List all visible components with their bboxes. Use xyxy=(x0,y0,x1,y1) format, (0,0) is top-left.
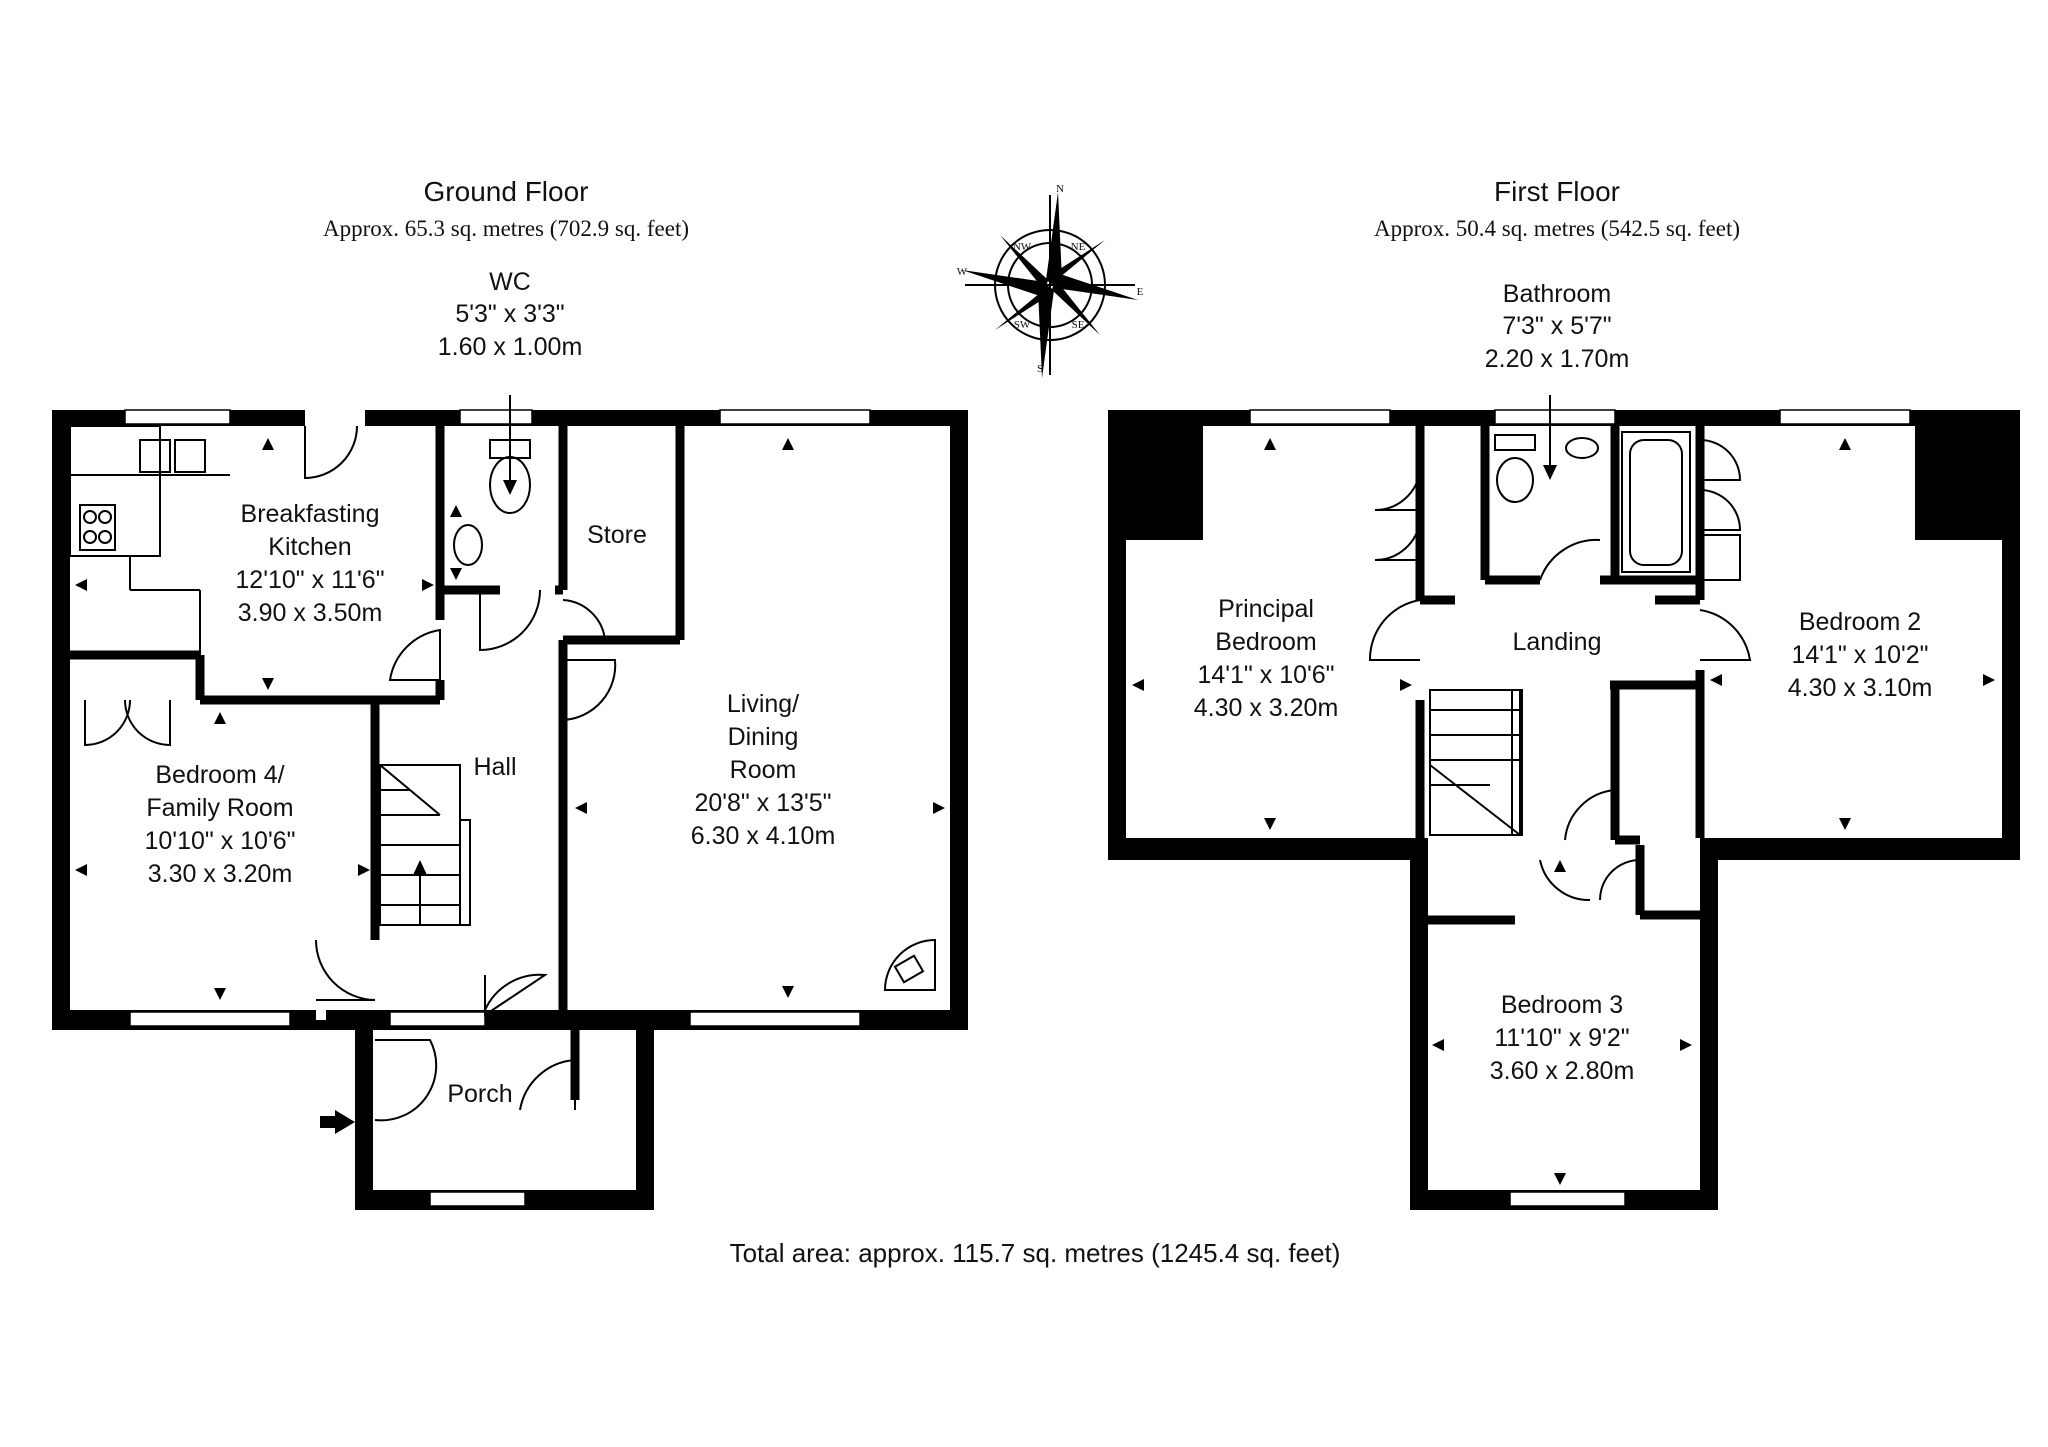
compass-se: SE xyxy=(1072,319,1085,331)
ground-floor-area: Approx. 65.3 sq. metres (702.9 sq. feet) xyxy=(323,216,689,241)
bedroom4-name-line2: Family Room xyxy=(146,794,293,822)
compass-west: W xyxy=(957,266,968,278)
first-floor-title: First Floor xyxy=(1494,176,1620,207)
bedroom3-imperial: 11'10" x 9'2" xyxy=(1494,1024,1629,1052)
compass-east: E xyxy=(1137,286,1144,298)
porch-name: Porch xyxy=(447,1080,512,1108)
compass-ne: NE xyxy=(1071,241,1086,253)
living-name-line2: Dining xyxy=(728,723,799,751)
compass-sw: SW xyxy=(1014,319,1031,331)
bedroom3-name: Bedroom 3 xyxy=(1501,991,1623,1019)
bedroom2-metric: 4.30 x 3.10m xyxy=(1788,674,1933,702)
bedroom4-metric: 3.30 x 3.20m xyxy=(148,860,293,888)
store-name: Store xyxy=(587,521,647,549)
kitchen-imperial: 12'10" x 11'6" xyxy=(235,566,384,594)
first-floor-plan xyxy=(1108,395,2020,1210)
bathroom-name: Bathroom xyxy=(1503,280,1611,308)
kitchen-metric: 3.90 x 3.50m xyxy=(238,599,383,627)
living-metric: 6.30 x 4.10m xyxy=(691,822,836,850)
ground-floor-plan xyxy=(52,395,968,1210)
bathroom-metric: 2.20 x 1.70m xyxy=(1485,345,1630,373)
wc-imperial: 5'3" x 3'3" xyxy=(455,300,564,328)
principal-name-line2: Bedroom xyxy=(1215,628,1316,656)
principal-imperial: 14'1" x 10'6" xyxy=(1197,661,1334,689)
living-imperial: 20'8" x 13'5" xyxy=(694,789,831,817)
bedroom2-imperial: 14'1" x 10'2" xyxy=(1791,641,1928,669)
ground-floor-title: Ground Floor xyxy=(424,176,589,207)
wc-metric: 1.60 x 1.00m xyxy=(438,333,583,361)
compass-south: S xyxy=(1037,363,1043,375)
principal-metric: 4.30 x 3.20m xyxy=(1194,694,1339,722)
total-area: Total area: approx. 115.7 sq. metres (12… xyxy=(730,1238,1341,1268)
first-floor-area: Approx. 50.4 sq. metres (542.5 sq. feet) xyxy=(1374,216,1740,241)
bedroom4-name-line1: Bedroom 4/ xyxy=(155,761,284,789)
compass-nw: NW xyxy=(1013,241,1032,253)
bedroom3-metric: 3.60 x 2.80m xyxy=(1490,1057,1635,1085)
hall-name: Hall xyxy=(473,753,516,781)
bathroom-imperial: 7'3" x 5'7" xyxy=(1502,312,1611,340)
kitchen-name-line2: Kitchen xyxy=(268,533,351,561)
compass-rose-icon: N S E W NE NW SE SW xyxy=(957,183,1144,378)
landing-name: Landing xyxy=(1513,628,1602,656)
bedroom2-name: Bedroom 2 xyxy=(1799,608,1921,636)
principal-name-line1: Principal xyxy=(1218,595,1314,623)
bedroom4-imperial: 10'10" x 10'6" xyxy=(144,827,295,855)
wc-name: WC xyxy=(489,268,531,296)
living-name-line3: Room xyxy=(730,756,797,784)
living-name-line1: Living/ xyxy=(727,690,799,718)
kitchen-name-line1: Breakfasting xyxy=(241,500,380,528)
compass-north: N xyxy=(1056,183,1064,195)
